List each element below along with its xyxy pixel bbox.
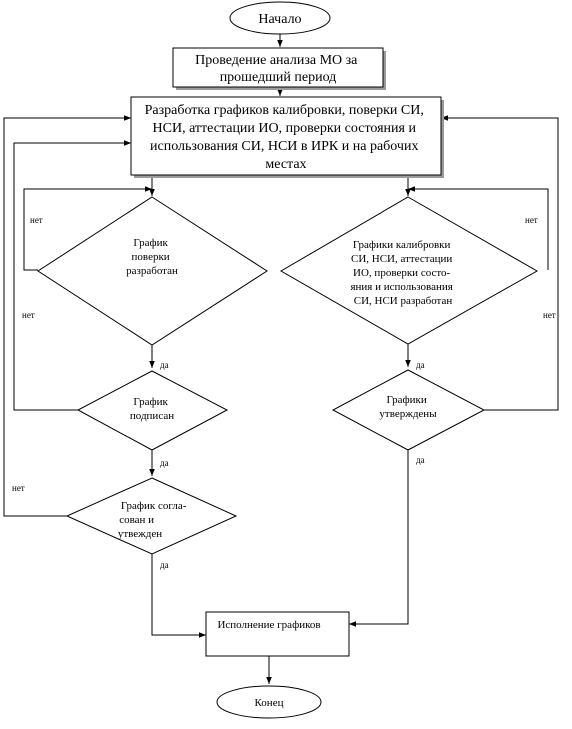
edge-left-dev-no xyxy=(23,186,152,271)
decision-line: поверки xyxy=(132,251,170,263)
edge-signed-no xyxy=(13,140,131,411)
exec-label: Исполнение графиков xyxy=(217,619,320,631)
decision-line: График xyxy=(133,237,168,249)
analysis-line: прошедший период xyxy=(220,70,337,85)
start-node: Начало xyxy=(229,1,331,35)
exec-node: Исполнение графиков xyxy=(205,611,350,657)
analysis-node: Проведение анализа МО за прошедший перио… xyxy=(172,47,386,90)
decision-signed: График подписан xyxy=(76,370,229,451)
decision-line: График xyxy=(133,396,168,408)
decision-right-developed-label: Графики калибровки СИ, НСИ, аттестации И… xyxy=(350,239,455,307)
develop-line: использования СИ, НСИ в ИРК и на рабочих xyxy=(150,139,418,154)
decision-line: подписан xyxy=(130,410,174,422)
label-no: нет xyxy=(22,310,35,320)
label-no: нет xyxy=(12,483,25,493)
decision-left-developed: График поверки разработан xyxy=(37,196,268,346)
edge-labels: нет нет нет нет нет да да да да да xyxy=(12,215,556,570)
develop-line: НСИ, аттестации ИО, проверки состояния и xyxy=(153,121,417,136)
label-yes: да xyxy=(416,360,425,370)
edges xyxy=(3,34,559,684)
edge-approved-no xyxy=(441,115,559,411)
analysis-line: Проведение анализа МО за xyxy=(195,53,358,68)
decision-line: утвежден xyxy=(118,528,162,540)
edge-agreed-no xyxy=(3,115,131,517)
decision-line: разработан xyxy=(126,265,178,277)
start-label: Начало xyxy=(258,12,301,27)
decision-agreed-label: График согла- сован и утвежден xyxy=(118,500,189,540)
decision-approved-label: Графики утверждены xyxy=(379,394,437,420)
label-no: нет xyxy=(543,310,556,320)
label-yes: да xyxy=(160,458,169,468)
end-label: Конец xyxy=(255,697,284,709)
decision-signed-label: График подписан xyxy=(130,396,174,422)
label-yes: да xyxy=(160,360,169,370)
decision-line: утверждены xyxy=(379,408,437,420)
develop-line: Разработка графиков калибровки, поверки … xyxy=(145,103,424,118)
label-no: нет xyxy=(525,215,538,225)
decision-line: Графики калибровки xyxy=(353,239,451,251)
edge-right-dev-no xyxy=(408,186,549,270)
develop-line: местах xyxy=(265,157,306,172)
develop-node: Разработка графиков калибровки, поверки … xyxy=(130,96,444,178)
decision-right-developed: Графики калибровки СИ, НСИ, аттестации И… xyxy=(280,196,539,345)
decision-line: сован и xyxy=(119,514,154,526)
label-yes: да xyxy=(160,560,169,570)
decision-line: СИ, НСИ разработан xyxy=(354,295,453,307)
decision-left-developed-label: График поверки разработан xyxy=(126,237,178,277)
analysis-label: Проведение анализа МО за прошедший перио… xyxy=(195,53,361,85)
edge-approved-yes xyxy=(349,450,409,627)
decision-agreed: График согла- сован и утвежден xyxy=(65,477,238,555)
label-yes: да xyxy=(416,455,425,465)
edge-agreed-yes xyxy=(151,554,206,638)
label-no: нет xyxy=(30,215,43,225)
decision-line: ИО, проверки состо- xyxy=(353,267,450,279)
end-node: Конец xyxy=(216,685,322,719)
decision-line: СИ, НСИ, аттестации xyxy=(351,253,452,265)
decision-approved: Графики утверждены xyxy=(331,369,486,451)
decision-line: График согла- xyxy=(121,500,187,512)
develop-label: Разработка графиков калибровки, поверки … xyxy=(145,103,428,172)
decision-line: яния и использования xyxy=(350,281,452,293)
decision-line: Графики xyxy=(386,394,426,406)
